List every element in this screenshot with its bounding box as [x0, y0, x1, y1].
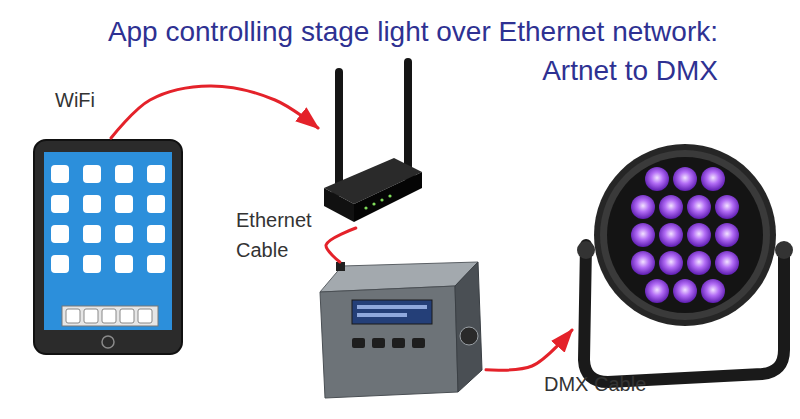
purple-led: [715, 195, 739, 219]
converter-button: [412, 338, 425, 348]
status-led: [380, 198, 383, 201]
purple-led: [673, 279, 697, 303]
light-face: [607, 157, 763, 313]
purple-led: [631, 195, 655, 219]
stage-light-illustration: [577, 144, 793, 382]
app-icon: [51, 195, 69, 213]
converter-front: [320, 286, 458, 398]
device-node: [316, 262, 486, 402]
dock-icon: [84, 309, 98, 323]
light-housing: [594, 144, 776, 326]
tablet-illustration: [34, 140, 182, 354]
display-line: [357, 313, 407, 317]
tablet-dock: [62, 306, 158, 326]
purple-led: [701, 279, 725, 303]
app-icon: [147, 255, 165, 273]
app-icon: [83, 255, 101, 273]
dock-icon: [120, 309, 134, 323]
purple-led: [631, 223, 655, 247]
purple-led: [631, 251, 655, 275]
router-illustration: [324, 58, 422, 222]
connector-arrow: [326, 228, 356, 262]
ethernet-plug: [336, 262, 345, 271]
home-button: [102, 336, 114, 348]
connector-arrow: [486, 330, 572, 370]
purple-led: [687, 251, 711, 275]
edge-label: WiFi: [55, 88, 95, 112]
app-icon: [51, 165, 69, 183]
connector-arrow: [111, 86, 318, 138]
edge-label: DMX Cable: [544, 372, 646, 396]
device-node: [32, 138, 184, 356]
purple-led: [645, 279, 669, 303]
device-node: [572, 138, 792, 388]
tablet-screen: [44, 152, 172, 330]
app-icon: [51, 255, 69, 273]
light-ring: [600, 150, 770, 320]
bracket-knob: [577, 241, 595, 259]
purple-led: [701, 167, 725, 191]
router-front: [324, 188, 354, 222]
purple-led: [715, 251, 739, 275]
dock-icon: [102, 309, 116, 323]
dmx-port: [460, 327, 478, 345]
app-icon: [83, 195, 101, 213]
app-icon: [83, 225, 101, 243]
status-led: [364, 206, 367, 209]
router-antenna: [335, 68, 343, 196]
app-icon: [115, 225, 133, 243]
tablet-frame: [34, 140, 182, 354]
app-icon: [115, 255, 133, 273]
converter-button: [372, 338, 385, 348]
dock-icon: [66, 309, 80, 323]
display-line: [357, 305, 427, 309]
app-icon: [51, 225, 69, 243]
purple-led: [659, 195, 683, 219]
purple-led: [659, 223, 683, 247]
purple-led: [687, 195, 711, 219]
converter-side: [455, 262, 482, 392]
led-array: [631, 167, 739, 303]
status-led: [372, 202, 375, 205]
app-icon: [147, 195, 165, 213]
app-icons: [51, 165, 165, 273]
dock-icons: [66, 309, 152, 323]
purple-led: [715, 223, 739, 247]
bracket-knob: [775, 241, 793, 259]
purple-led: [673, 167, 697, 191]
edge-label: Ethernet Cable: [236, 205, 331, 265]
app-icon: [115, 165, 133, 183]
converter-button: [352, 338, 365, 348]
converter-button: [392, 338, 405, 348]
purple-led: [687, 223, 711, 247]
app-icon: [83, 165, 101, 183]
status-led: [388, 194, 391, 197]
converter-illustration: [320, 262, 482, 398]
purple-led: [645, 167, 669, 191]
diagram-title: App controlling stage light over Etherne…: [78, 12, 718, 90]
app-icon: [147, 225, 165, 243]
app-icon: [147, 165, 165, 183]
converter-display: [352, 300, 432, 324]
device-node: [318, 52, 426, 228]
router-side: [354, 172, 422, 222]
dock-icon: [138, 309, 152, 323]
purple-led: [659, 251, 683, 275]
router-antenna: [404, 58, 412, 180]
app-icon: [115, 195, 133, 213]
